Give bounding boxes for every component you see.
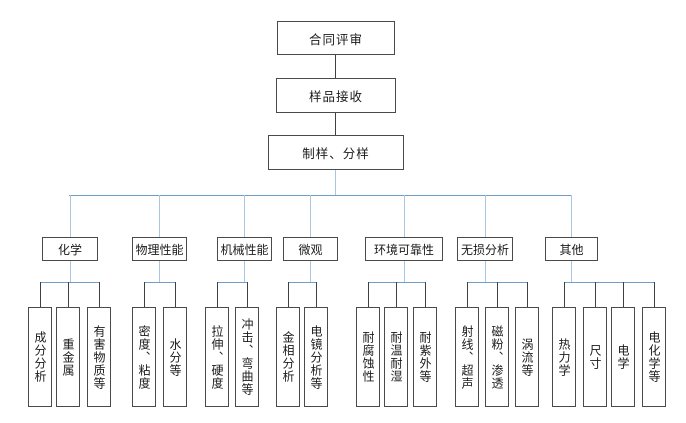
connector-line: [335, 55, 336, 78]
connector-line: [623, 282, 624, 307]
connector-line: [70, 261, 71, 282]
connector-line: [485, 195, 486, 237]
leaf-moisture: 水分等: [163, 307, 187, 407]
connector-line: [310, 195, 311, 237]
leaf-impact-bending: 冲击、弯曲等: [235, 307, 259, 407]
leaf-composition-analysis: 成分分析: [28, 307, 52, 407]
connector-line: [571, 195, 572, 237]
branch-environmental-reliability: 环境可靠性: [365, 237, 443, 261]
connector-line: [144, 282, 145, 307]
connector-line: [425, 282, 426, 307]
leaf-density-viscosity: 密度、粘度: [132, 307, 156, 407]
connector-line: [654, 282, 655, 307]
leaf-electron-microscopy: 电镜分析等: [304, 307, 328, 407]
connector-line: [247, 282, 248, 307]
flow-node-contract-review: 合同评审: [277, 21, 395, 55]
connector-line: [404, 261, 405, 282]
leaf-eddy-current: 涡流等: [515, 307, 539, 407]
leaf-electrical: 电学: [611, 307, 635, 407]
leaf-metallographic-analysis: 金相分析: [276, 307, 300, 407]
connector-line: [244, 195, 245, 237]
connector-bar: [564, 282, 655, 283]
connector-line: [571, 261, 572, 282]
connector-line: [396, 282, 397, 307]
leaf-tensile-hardness: 拉伸、硬度: [205, 307, 229, 407]
connector-line: [368, 282, 369, 307]
connector-line: [564, 282, 565, 307]
connector-bar: [217, 282, 248, 283]
connector-line: [99, 282, 100, 307]
connector-line: [316, 282, 317, 307]
leaf-magnetic-penetrant: 磁粉、渗透: [485, 307, 509, 407]
connector-line: [335, 170, 336, 196]
leaf-radiography-ultrasonic: 射线、超声: [455, 307, 479, 407]
leaf-thermodynamics: 热力学: [552, 307, 576, 407]
connector-line: [595, 282, 596, 307]
connector-line: [467, 282, 468, 307]
branch-microscopic: 微观: [283, 237, 338, 261]
branch-others: 其他: [545, 237, 598, 261]
connector-bar: [368, 282, 426, 283]
connector-line: [159, 261, 160, 282]
branch-nondestructive-analysis: 无损分析: [457, 237, 513, 261]
connector-line: [175, 282, 176, 307]
connector-line: [527, 282, 528, 307]
connector-line: [40, 282, 41, 307]
connector-line: [244, 261, 245, 282]
leaf-corrosion-resistance: 耐腐蚀性: [356, 307, 380, 407]
branch-physical-properties: 物理性能: [132, 237, 187, 261]
connector-line: [70, 195, 71, 237]
leaf-temp-humidity-resistance: 耐温耐湿: [384, 307, 408, 407]
flow-node-sample-receiving: 样品接收: [276, 78, 396, 113]
connector-line: [335, 113, 336, 135]
leaf-dimensions: 尺寸: [583, 307, 607, 407]
connector-bar: [144, 282, 176, 283]
branch-mechanical-properties: 机械性能: [217, 237, 272, 261]
leaf-electrochemistry: 电化学等: [642, 307, 666, 407]
connector-line: [288, 282, 289, 307]
connector-line: [68, 282, 69, 307]
connector-rail: [69, 195, 572, 196]
leaf-uv-resistance: 耐紫外等: [413, 307, 437, 407]
leaf-harmful-substances: 有害物质等: [87, 307, 111, 407]
connector-line: [217, 282, 218, 307]
connector-line: [310, 261, 311, 282]
connector-line: [485, 261, 486, 282]
flow-node-sample-preparation: 制样、分样: [268, 135, 404, 170]
leaf-heavy-metals: 重金属: [56, 307, 80, 407]
connector-line: [497, 282, 498, 307]
branch-chemistry: 化学: [42, 237, 98, 261]
connector-line: [159, 195, 160, 237]
connector-bar: [40, 282, 99, 283]
connector-bar: [288, 282, 317, 283]
connector-line: [404, 195, 405, 237]
